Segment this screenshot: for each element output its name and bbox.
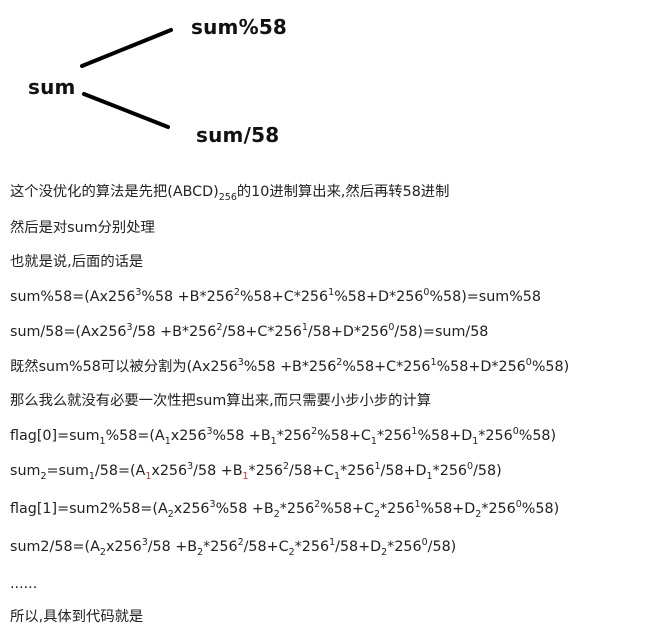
text-line-1: 这个没优化的算法是先把(ABCD)256的10进制算出来,然后再转58进制	[10, 184, 450, 203]
branch-lines	[80, 28, 173, 129]
diagram-branch-div-label: sum/58	[196, 123, 280, 147]
text-line-13: 所以,具体到代码就是	[10, 609, 144, 625]
ellipsis-line: ......	[10, 576, 38, 592]
formula-sum2-div: sum2/58=(A2x2563/58 +B2*2562/58+C2*2561/…	[10, 537, 457, 558]
formula-flag0: flag[0]=sum1%58=(A1x2563%58 +B1*2562%58+…	[10, 426, 557, 447]
branch-line-mod	[80, 28, 173, 68]
formula-sum2: sum2=sum1/58=(A1x2563/58 +B1*2562/58+C1*…	[10, 461, 502, 482]
formula-split-note: 既然sum%58可以被分割为(Ax2563%58 +B*2562%58+C*25…	[10, 357, 570, 375]
sum-branch-diagram: sum sum%58 sum/58	[0, 0, 671, 170]
diagram-root-label: sum	[28, 75, 76, 99]
branch-line-div	[82, 92, 170, 129]
formula-flag1: flag[1]=sum2%58=(A2x2563%58 +B2*2562%58+…	[10, 499, 560, 520]
formula-sum-div: sum/58=(Ax2563/58 +B*2562/58+C*2561/58+D…	[10, 322, 489, 340]
text-line-7: 那么我么就没有必要一次性把sum算出来,而只需要小步小步的计算	[10, 393, 431, 409]
text-line-2: 然后是对sum分别处理	[10, 220, 155, 236]
text-line-3: 也就是说,后面的话是	[10, 254, 144, 270]
diagram-branch-mod-label: sum%58	[191, 15, 288, 39]
formula-sum-mod: sum%58=(Ax2563%58 +B*2562%58+C*2561%58+D…	[10, 287, 541, 305]
